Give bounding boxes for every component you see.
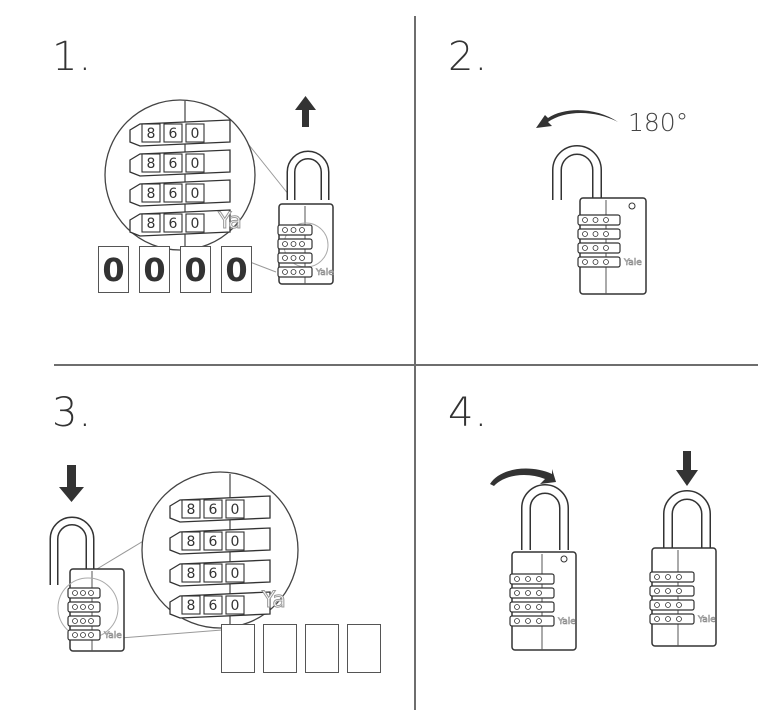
dial-wheel: [577, 242, 621, 254]
callout-line: [249, 261, 277, 273]
svg-text:0: 0: [231, 598, 240, 614]
callout-line: [91, 539, 146, 573]
digit-box: 0: [98, 246, 129, 293]
brand-logo: Yale: [315, 268, 334, 278]
brand-logo: Yale: [103, 631, 122, 641]
svg-text:8: 8: [147, 156, 156, 172]
digit-box: 0: [139, 246, 170, 293]
digit-box: [221, 624, 255, 673]
svg-text:0: 0: [191, 156, 200, 172]
svg-text:8: 8: [147, 216, 156, 232]
dial-wheel: [577, 228, 621, 240]
dial-wheel: [649, 571, 695, 583]
svg-text:0: 0: [231, 566, 240, 582]
digit-box: 0: [180, 246, 211, 293]
step-4-number: 4.: [448, 390, 489, 436]
dial-wheel: [509, 573, 555, 585]
svg-text:0: 0: [191, 126, 200, 142]
svg-text:8: 8: [147, 126, 156, 142]
dial-wheel: [277, 266, 313, 278]
svg-text:6: 6: [169, 186, 178, 202]
svg-text:6: 6: [209, 534, 218, 550]
svg-text:0: 0: [231, 502, 240, 518]
svg-text:0: 0: [231, 534, 240, 550]
svg-text:6: 6: [209, 598, 218, 614]
brand-logo: Yale: [557, 617, 576, 627]
dial-wheel: [509, 601, 555, 613]
dial-wheel: [277, 252, 313, 264]
rotation-label: 180°: [628, 108, 689, 137]
rotate-left-arrow-icon: [536, 110, 618, 128]
brand-logo: Ya: [261, 588, 286, 613]
step-1-number: 1.: [52, 34, 93, 80]
svg-text:8: 8: [147, 186, 156, 202]
svg-text:8: 8: [187, 502, 196, 518]
svg-text:6: 6: [169, 156, 178, 172]
svg-text:8: 8: [187, 566, 196, 582]
dial-wheels: Yale Yale: [509, 571, 717, 627]
digit-box: [347, 624, 381, 673]
step-2-number: 2.: [448, 34, 489, 80]
down-arrow-icon: [59, 465, 84, 502]
digit-box: 0: [221, 246, 252, 293]
up-arrow-icon: [295, 96, 316, 127]
rotate-right-arrow-icon: [490, 468, 556, 486]
svg-text:0: 0: [191, 186, 200, 202]
dial-wheel: [649, 585, 695, 597]
brand-logo: Yale: [623, 258, 642, 268]
horizontal-divider: [54, 364, 758, 366]
svg-text:6: 6: [169, 216, 178, 232]
dial-wheel: [509, 615, 555, 627]
digit-box: [305, 624, 339, 673]
dial-wheel: [649, 599, 695, 611]
digit-box: [263, 624, 297, 673]
callout-line: [119, 629, 223, 639]
svg-text:8: 8: [187, 534, 196, 550]
svg-text:8: 8: [187, 598, 196, 614]
dial-wheels: Yale: [577, 214, 643, 268]
dial-wheel: [577, 256, 621, 268]
svg-text:6: 6: [209, 502, 218, 518]
brand-logo: Ya: [217, 209, 242, 234]
step-3-number: 3.: [52, 390, 93, 436]
dial-wheel: [277, 224, 313, 236]
dial-wheel: [649, 613, 695, 625]
brand-logo: Yale: [697, 615, 716, 625]
down-arrow-icon: [676, 451, 698, 486]
dial-wheel: [509, 587, 555, 599]
svg-text:6: 6: [209, 566, 218, 582]
dial-wheel: [277, 238, 313, 250]
svg-text:6: 6: [169, 126, 178, 142]
dial-wheel: [577, 214, 621, 226]
vertical-divider: [414, 16, 416, 710]
callout-line: [244, 139, 290, 196]
svg-text:0: 0: [191, 216, 200, 232]
